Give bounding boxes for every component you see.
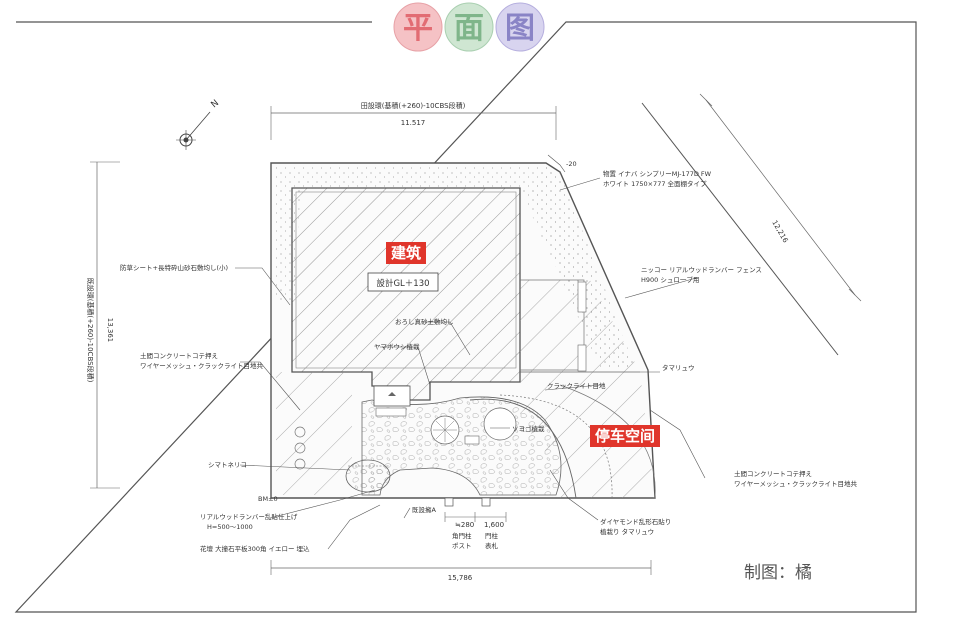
dim-top-text: 田設環(基積(+260)-10CBS段積) [361,101,466,110]
label-fence-1: ニッコー リアルウッドランバー フェンス [641,266,762,274]
label-concrete-left-2: ワイヤーメッシュ・クラックライト目地共 [140,361,264,370]
label-yamaboushi: ヤマボウシ植栽 [374,342,420,351]
label-offset-20: -20 [566,160,577,168]
label-concrete-right-2: ワイヤーメッシュ・クラックライト目地共 [734,479,858,488]
tree-icon [430,415,460,445]
drawing-credit: 制图：橘 [744,563,812,583]
title-char-ping: 平 [403,11,433,46]
label-tamaryu: タマリュウ [662,363,695,372]
dim-280: ≒280 [455,521,474,529]
left-concrete-area [276,372,352,495]
site-boundary-diagonal [641,102,839,356]
dim-left-value: 13,361 [106,318,114,343]
dim-top-value: 11.517 [401,119,426,127]
dimension-line-diagonal [705,99,856,296]
label-concrete-left-1: 土間コンクリートコテ押え [140,351,218,360]
plan-title: 平 面 图 [393,2,545,52]
label-diamond-2: 植栽り タマリュウ [600,527,654,536]
drawing-frame [14,21,917,613]
label-symbol-tree: シマトネリコ [208,461,247,469]
dim-1600: 1,600 [484,521,504,529]
dim-diagonal-value: 12,216 [770,219,789,245]
label-fence-2: H900 シュロ一ブ用 [641,275,699,284]
dim-bottom-value: 15,786 [448,574,473,582]
label-block-wall: 防草シート+長特砕山砂石敷均し(小) [120,263,228,272]
label-lawn: 花壇 大撞石平板300角 イエロー 埋込 [200,544,310,553]
label-gate-2: 表札 [485,541,499,550]
building-label-box [386,242,426,264]
gl-box [367,272,439,292]
label-storage-1: 物置 イナバ シンプリーMJ-177D FW [603,169,712,178]
building-label: 建筑 [391,244,421,262]
label-crack-line: クラックライト目地 [547,381,606,390]
label-diamond-1: ダイヤモンド乱形石貼り [600,517,671,526]
title-char-tu: 图 [505,11,535,46]
label-soil-fill: おろし真砂土敷均し [395,317,454,326]
label-lumber-1: リアルウッドランバー乱貼仕上げ [200,512,298,521]
label-post-2: ポスト [452,542,472,550]
leader-lines [235,154,706,550]
title-char-mian: 面 [454,11,484,46]
label-storage-2: ホワイト 1750×777 全面棚タイプ [603,179,707,188]
parking-label-box [590,425,660,447]
water-basin-icon [483,407,517,441]
north-arrow-icon: N [176,98,221,150]
label-concrete-right-1: 土間コンクリートコテ押え [734,469,812,478]
gl-label: 設計GL＋130 [376,278,429,289]
label-water: ソヨゴ植栽 [512,424,545,433]
gate-post [444,497,454,507]
dim-left-text: 既設環(基積(+260)-10CBS段積) [86,278,95,383]
label-bm: BM±0 [258,495,278,503]
parking-label: 停车空间 [595,427,655,445]
label-lumber-2: H=500～1000 [207,523,253,531]
planter [345,459,391,493]
label-post-1: 角門柱 [452,531,472,540]
north-label: N [210,98,222,110]
label-relief: 既設擁A [412,505,437,514]
label-gate-1: 門柱 [485,531,499,540]
